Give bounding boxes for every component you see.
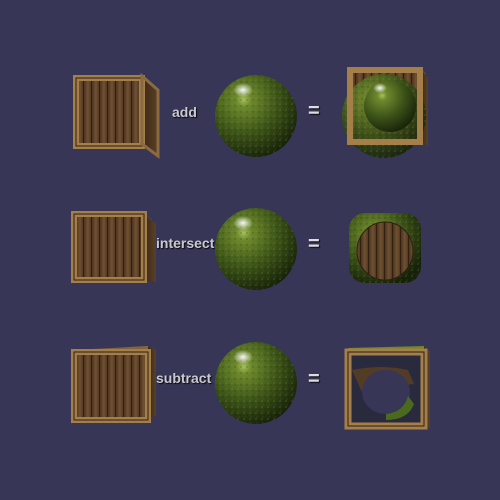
crate-sphere-difference-icon (344, 346, 430, 430)
wooden-crate-icon (71, 211, 156, 283)
wooden-crate-icon (71, 346, 156, 423)
moss-sphere-icon (215, 208, 297, 290)
moss-sphere-icon (215, 75, 297, 157)
crate-sphere-intersection-icon (349, 213, 421, 283)
equals-sign-add: = (308, 100, 320, 122)
crate-sphere-union-icon (342, 67, 428, 158)
operation-label-add: add (172, 104, 197, 120)
operation-label-subtract: subtract (156, 370, 212, 386)
equals-sign-subtract: = (308, 368, 320, 390)
equals-sign-intersect: = (308, 233, 320, 255)
operation-label-intersect: intersect (156, 235, 215, 251)
wooden-crate-icon (73, 72, 160, 159)
moss-sphere-icon (215, 342, 297, 424)
